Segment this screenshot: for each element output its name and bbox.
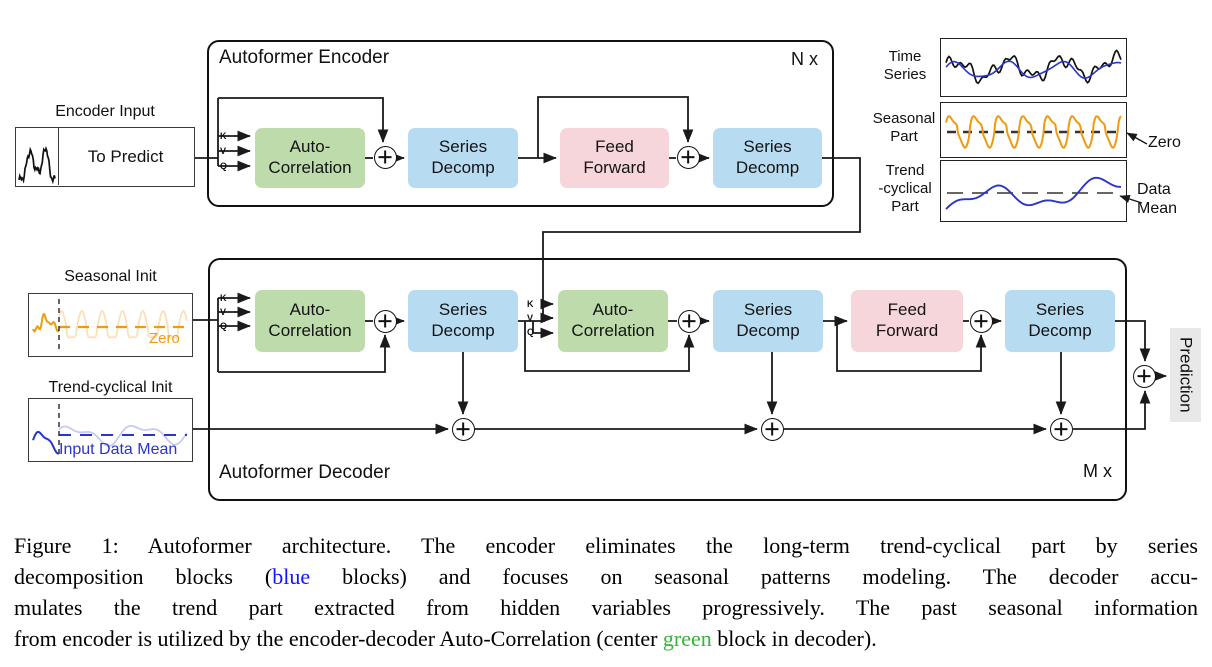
zero-label: Zero xyxy=(1148,134,1181,151)
seasonal-init-box: Zero xyxy=(28,293,193,357)
time-series-plot xyxy=(940,38,1127,97)
encoder-kvq-labels: K V Q xyxy=(220,129,227,174)
sum-node xyxy=(1049,417,1073,441)
seasonal-init-label: Seasonal Init xyxy=(64,268,157,285)
caption-word-green: green xyxy=(662,626,712,651)
q-label: Q xyxy=(220,161,228,171)
sum-node xyxy=(760,417,784,441)
data-mean-label: Data Mean xyxy=(1137,181,1178,217)
decoder-kvq-labels-2: K V Q xyxy=(527,297,534,339)
sum-node xyxy=(451,417,475,441)
caption-line-3: mulates the trend part extracted from hi… xyxy=(14,592,1198,623)
v-label: V xyxy=(527,313,534,323)
encoder-feed-forward-block: Feed Forward xyxy=(560,128,669,188)
input-sketch-pane xyxy=(16,128,59,185)
raw-series-curve xyxy=(945,49,1122,85)
encoder-wires xyxy=(195,96,861,318)
sum-node xyxy=(1132,364,1156,388)
trend-init-past-curve xyxy=(32,430,60,455)
sum-node xyxy=(676,145,700,169)
seasonal-init-future-curve xyxy=(58,309,188,339)
trend-init-future-curve xyxy=(58,424,188,447)
caption-text: blocks) and focuses on seasonal patterns… xyxy=(310,564,1198,589)
q-label: Q xyxy=(527,327,535,337)
caption-line-1: Figure 1: Autoformer architecture. The e… xyxy=(14,530,1198,561)
trend-part-plot xyxy=(940,160,1127,222)
encoder-series-decomp-block-2: Series Decomp xyxy=(713,128,822,188)
caption-text: Figure 1: Autoformer architecture. The e… xyxy=(14,533,1198,558)
caption-text: decomposition blocks ( xyxy=(14,564,273,589)
seasonal-part-plot xyxy=(940,102,1127,158)
decoder-autocorrelation-block-2: Auto- Correlation xyxy=(558,290,668,352)
prediction-label: Prediction xyxy=(1170,328,1201,422)
k-label: K xyxy=(220,293,227,303)
trend-curve xyxy=(945,176,1122,210)
caption-line-2: decomposition blocks (blue blocks) and f… xyxy=(14,561,1198,592)
caption-text: mulates the trend part extracted from hi… xyxy=(14,595,1198,620)
decoder-series-decomp-block-2: Series Decomp xyxy=(713,290,823,352)
seasonal-curve xyxy=(945,115,1122,150)
trend-init-box: Input Data Mean xyxy=(28,398,193,462)
decoder-repeat-label: M x xyxy=(1083,461,1112,481)
smooth-series-curve xyxy=(945,60,1122,79)
caption-text: from encoder is utilized by the encoder-… xyxy=(14,626,663,651)
decoder-box xyxy=(208,258,1127,501)
decoder-series-decomp-block-1: Series Decomp xyxy=(408,290,518,352)
caption-line-4: from encoder is utilized by the encoder-… xyxy=(14,623,1198,654)
caption-word-blue: blue xyxy=(272,564,311,589)
encoder-series-decomp-block-1: Series Decomp xyxy=(408,128,518,188)
seasonal-init-past-curve xyxy=(32,313,60,333)
encoder-input-label: Encoder Input xyxy=(55,103,155,120)
trend-init-label: Trend-cyclical Init xyxy=(48,379,173,396)
to-predict-label: To Predict xyxy=(87,146,164,166)
v-label: V xyxy=(220,307,227,317)
sum-node xyxy=(373,145,397,169)
trend-init-plot xyxy=(32,404,188,455)
input-data-mean-annotation: Input Data Mean xyxy=(59,441,178,458)
k-label: K xyxy=(220,131,227,141)
sum-node xyxy=(677,309,701,333)
time-series-label: Time Series xyxy=(883,48,927,83)
encoder-box xyxy=(207,40,834,207)
seasonal-init-plot xyxy=(32,299,188,350)
decoder-title: Autoformer Decoder xyxy=(219,462,391,483)
wires-layer xyxy=(193,96,1167,435)
sum-node xyxy=(969,309,993,333)
encoder-autocorrelation-block: Auto- Correlation xyxy=(255,128,365,188)
encoder-title: Autoformer Encoder xyxy=(219,47,390,68)
input-series-curve xyxy=(18,145,56,185)
input-sketch xyxy=(18,145,56,185)
seasonal-part-curves xyxy=(945,115,1122,150)
trend-part-label: Trend -cyclical Part xyxy=(878,162,932,215)
figure-caption: Figure 1: Autoformer architecture. The e… xyxy=(14,530,1198,654)
encoder-input-box: To Predict xyxy=(15,127,195,187)
architecture-diagram: Autoformer Encoder N x Autoformer Decode… xyxy=(0,0,1212,522)
decoder-wires xyxy=(193,292,1167,435)
time-series-curves xyxy=(945,49,1122,85)
trend-part-curves xyxy=(945,176,1122,210)
sum-node xyxy=(373,309,397,333)
v-label: V xyxy=(220,146,227,156)
decoder-kvq-labels-1: K V Q xyxy=(220,291,227,333)
decoder-feed-forward-block: Feed Forward xyxy=(851,290,963,352)
caption-text: block in decoder). xyxy=(711,626,877,651)
seasonal-part-label: Seasonal Part xyxy=(872,110,936,145)
decoder-series-decomp-block-3: Series Decomp xyxy=(1005,290,1115,352)
zero-annotation: Zero xyxy=(149,330,180,347)
annotation-arrows xyxy=(1119,132,1148,204)
q-label: Q xyxy=(220,321,228,331)
k-label: K xyxy=(527,299,534,309)
encoder-repeat-label: N x xyxy=(791,49,818,69)
decoder-autocorrelation-block-1: Auto- Correlation xyxy=(255,290,365,352)
